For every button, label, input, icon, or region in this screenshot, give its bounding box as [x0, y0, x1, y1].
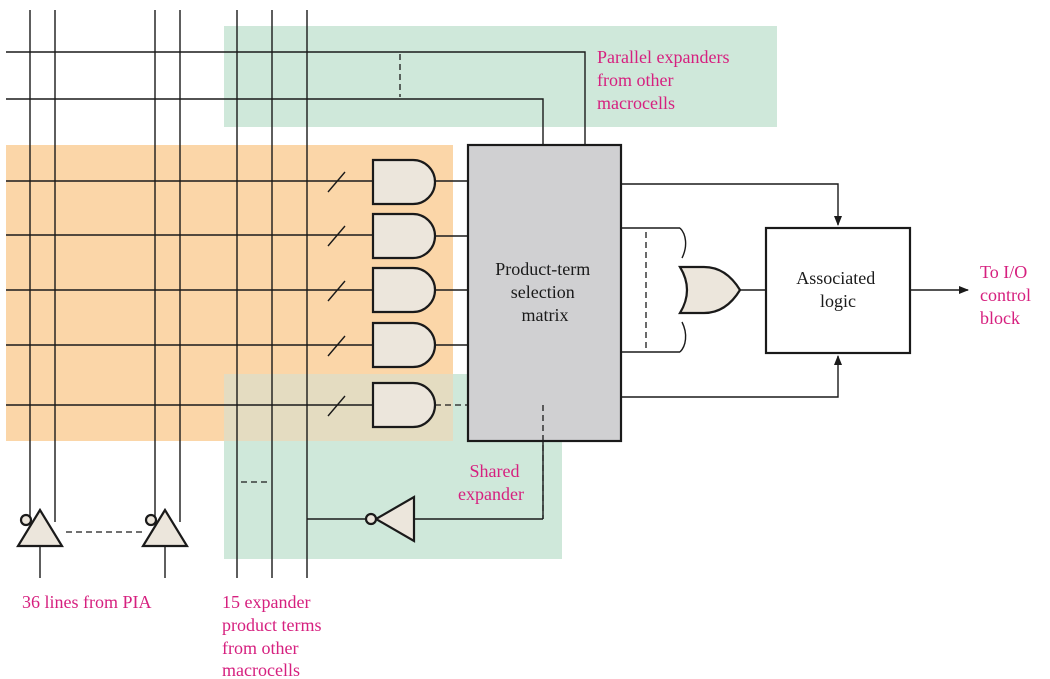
- associated-logic-block: [764, 226, 912, 355]
- expander-vertical-lines: [236, 10, 308, 578]
- parallel-expanders-label-3: macrocells: [597, 93, 675, 113]
- parallel-expanders-label-1: Parallel expanders: [597, 47, 729, 67]
- and-gates: [371, 158, 543, 429]
- svg-text:Shared expander: Shared expander: [458, 461, 524, 504]
- matrix-label-line-1: Product-term: [495, 259, 590, 279]
- associated-logic-line-1: Associated: [796, 268, 875, 288]
- pia-inverter-2: [141, 507, 189, 548]
- pia-lines-label: 36 lines from PIA: [22, 592, 152, 612]
- matrix-label-line-2: selection: [511, 282, 575, 302]
- shared-expander-path: [307, 405, 544, 543]
- to-io-label-2: control: [980, 285, 1031, 305]
- to-io-label-1: To I/O: [980, 262, 1027, 282]
- svg-text:Parallel expanders from ot: Parallel expanders from other macrocells: [597, 47, 734, 113]
- expander-terms-label-4: macrocells: [222, 660, 300, 679]
- svg-text:Associated logic: Associated logic: [796, 268, 879, 311]
- and-gate-5: [371, 381, 437, 429]
- expander-terms-label-3: from other: [222, 638, 298, 658]
- expander-terms-label-2: product terms: [222, 615, 321, 635]
- or-gate: [678, 265, 742, 315]
- expander-terms-label-1: 15 expander: [222, 592, 310, 612]
- pia-inverter-1: [16, 507, 64, 548]
- matrix-outputs: [621, 183, 842, 398]
- and-gate-1: [371, 158, 437, 206]
- and-gate-2: [371, 212, 437, 260]
- pia-inverters: [16, 507, 189, 548]
- svg-text:15 expander product terms: 15 expander product terms from other mac…: [222, 592, 326, 679]
- svg-text:Product-term selection: Product-term selection matrix: [495, 259, 594, 325]
- shared-expander-label-1: Shared: [470, 461, 520, 481]
- and-gate-4: [371, 321, 437, 369]
- parallel-expander-lines: [6, 51, 586, 145]
- associated-logic-line-2: logic: [820, 291, 856, 311]
- product-term-selection-matrix: [466, 143, 623, 443]
- to-io-label-3: block: [980, 308, 1020, 328]
- parallel-expanders-label-2: from other: [597, 70, 673, 90]
- pia-vertical-lines: [29, 10, 181, 578]
- shared-expander-inverter: [373, 495, 416, 543]
- and-gate-3: [371, 266, 437, 314]
- matrix-label-line-3: matrix: [522, 305, 569, 325]
- svg-text:To I/O control block: To I/O control block: [980, 262, 1036, 328]
- shared-expander-label-2: expander: [458, 484, 524, 504]
- svg-text:36 lines from PIA: 36 lines from PIA: [22, 592, 152, 612]
- parallel-expander-region: [224, 26, 777, 127]
- product-term-rows: [6, 171, 373, 417]
